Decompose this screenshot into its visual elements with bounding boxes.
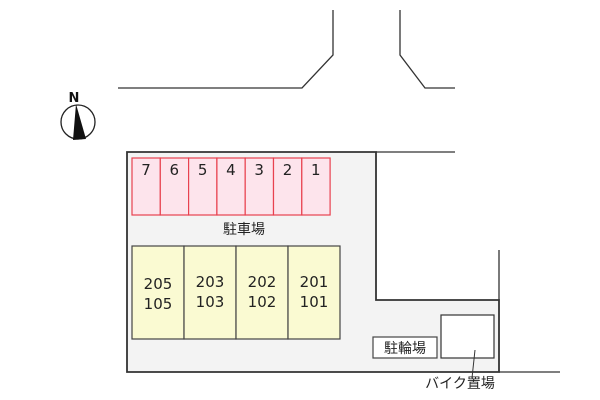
unit-number-lower: 105: [144, 295, 173, 313]
parking-space: 3: [244, 157, 275, 216]
parking-space-number: 7: [141, 161, 151, 179]
parking-space: 6: [159, 157, 190, 216]
parking-space-number: 2: [283, 161, 293, 179]
parking-space: 7: [131, 157, 161, 216]
bicycle-parking: 駐輪場: [372, 336, 438, 359]
unit-number-upper: 203: [196, 273, 225, 291]
parking-space-number: 4: [226, 161, 236, 179]
unit-number-lower: 103: [196, 293, 225, 311]
road-edge-right: [399, 10, 455, 89]
north-compass-icon: N: [60, 91, 96, 140]
unit-number-lower: 101: [300, 293, 329, 311]
parking-space-number: 3: [254, 161, 264, 179]
unit-number-lower: 102: [248, 293, 277, 311]
parking-space-number: 5: [198, 161, 208, 179]
motorcycle-parking-label: バイク置場: [425, 376, 495, 392]
unit-number-upper: 202: [248, 273, 277, 291]
parking-space: 4: [216, 157, 246, 216]
unit-number-upper: 205: [144, 275, 173, 293]
parking-label: 駐車場: [223, 221, 265, 238]
compass-north-label: N: [69, 91, 80, 106]
parking-space: 5: [188, 157, 218, 216]
parking-space: 1: [301, 157, 331, 216]
unit-number-upper: 201: [300, 273, 329, 291]
parking-space-number: 1: [311, 161, 321, 179]
motorcycle-parking: バイク置場: [425, 314, 495, 392]
parking-space-number: 6: [170, 161, 180, 179]
road-edge-left: [118, 10, 334, 89]
bicycle-parking-label: 駐輪場: [384, 340, 426, 357]
parking-space: 2: [272, 157, 303, 216]
